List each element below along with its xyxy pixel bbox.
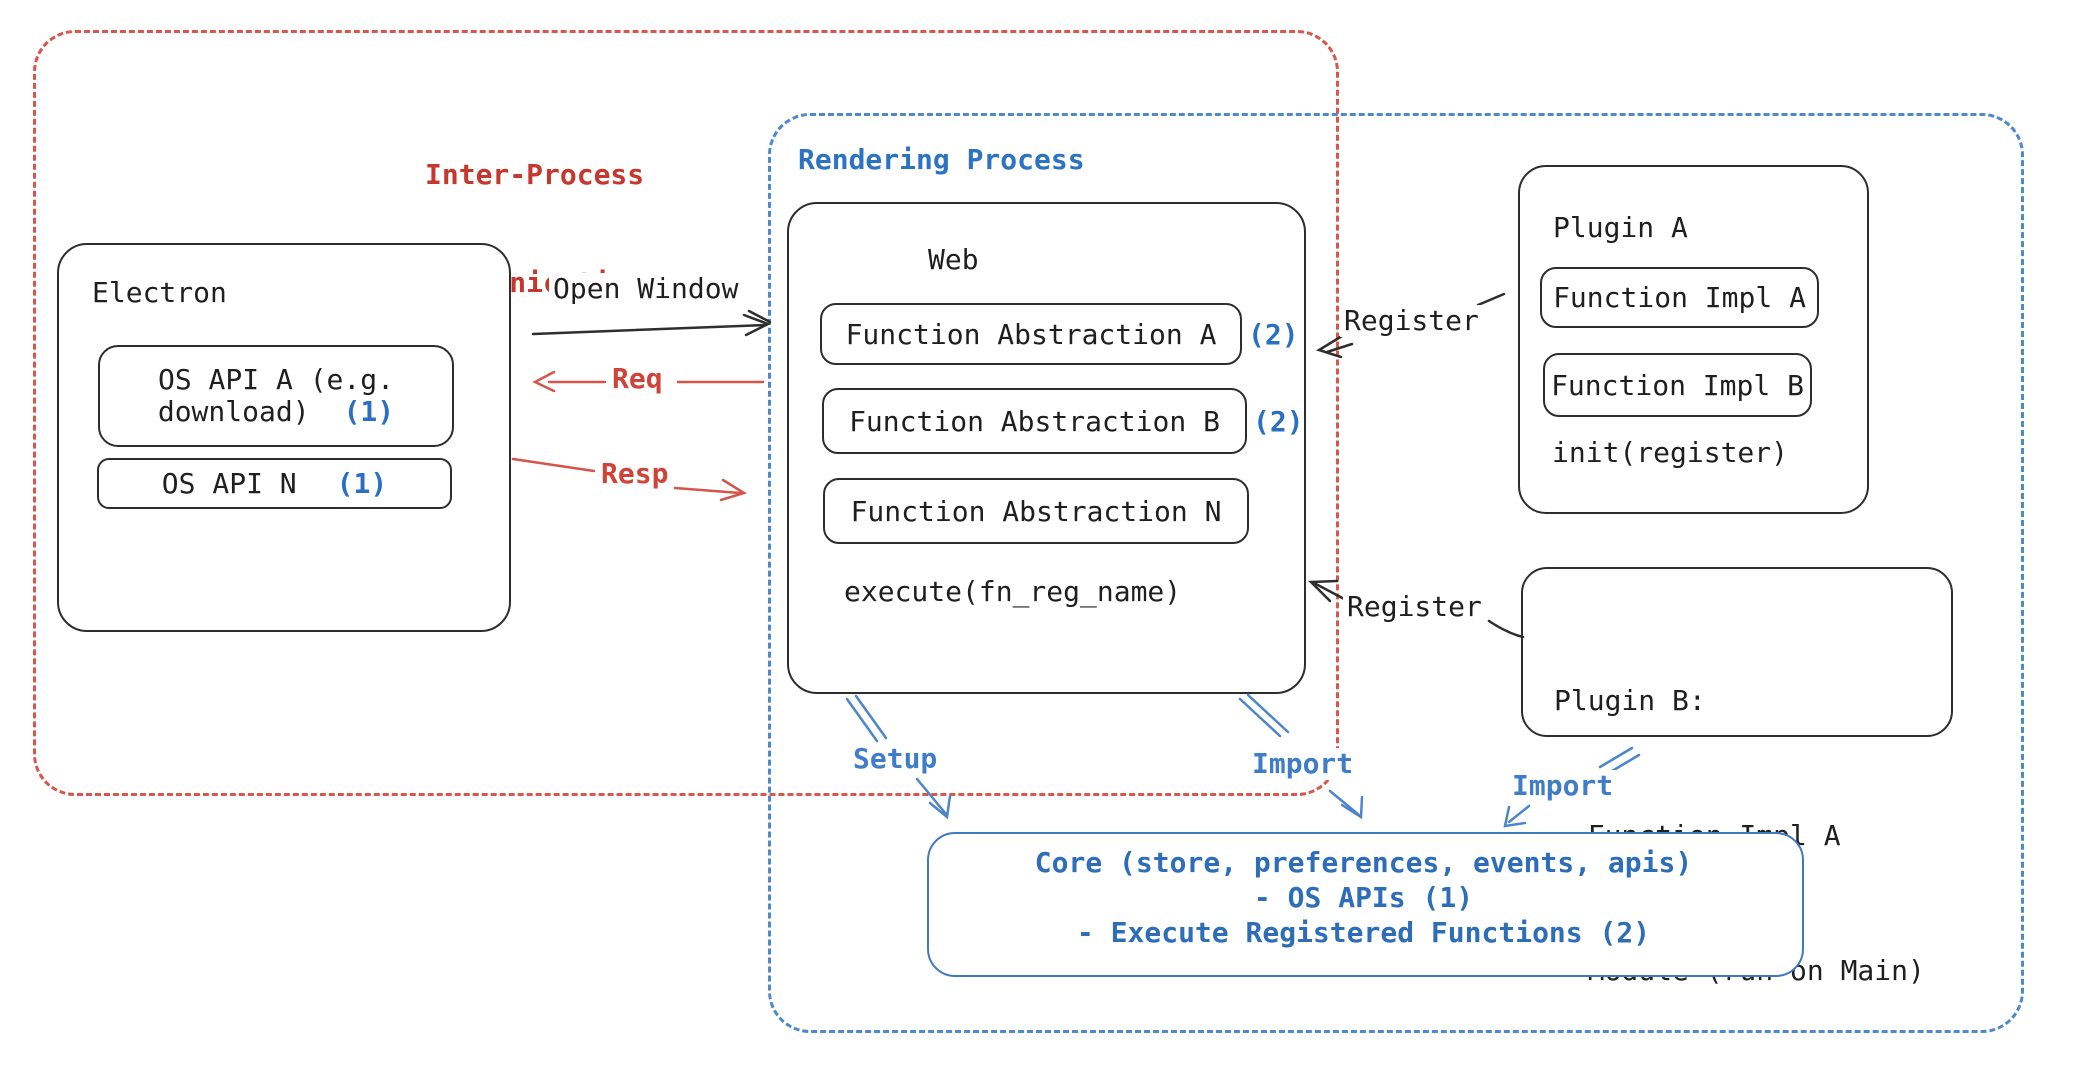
function-abstraction-n-row: Function Abstraction N xyxy=(823,478,1255,544)
function-impl-a-label: Function Impl A xyxy=(1553,281,1806,314)
core-text: Core (store, preferences, events, apis) … xyxy=(927,845,1800,950)
core-box xyxy=(927,832,1804,977)
function-abstraction-a-label: Function Abstraction A xyxy=(845,317,1217,351)
os-api-a-badge: (1) xyxy=(343,395,395,428)
os-api-a-line2: download) xyxy=(157,395,310,428)
open-window-label: Open Window xyxy=(549,273,743,305)
register-bottom-label: Register xyxy=(1343,591,1486,623)
os-api-a-box: OS API A (e.g. download) (1) xyxy=(98,345,454,447)
core-line1: Core (store, preferences, events, apis) xyxy=(1034,846,1693,879)
os-api-n-label: OS API N xyxy=(161,467,297,500)
init-register-label: init(register) xyxy=(1552,436,1789,469)
setup-label: Setup xyxy=(849,743,942,775)
function-impl-a-box: Function Impl A xyxy=(1540,267,1819,328)
os-api-n-badge: (1) xyxy=(336,467,388,500)
rendering-process-boundary-box xyxy=(768,113,2024,1033)
core-line3: - Execute Registered Functions (2) xyxy=(1076,916,1651,949)
ipc-label-line1: Inter-Process xyxy=(425,158,645,191)
function-abstraction-n-label: Function Abstraction N xyxy=(850,494,1222,528)
web-title: Web xyxy=(928,243,979,276)
plugin-b-box xyxy=(1521,567,1953,737)
function-impl-b-box: Function Impl B xyxy=(1543,353,1812,417)
import-web-label: Import xyxy=(1248,748,1358,780)
function-abstraction-b-badge: (2) xyxy=(1253,404,1304,438)
os-api-n-box: OS API N (1) xyxy=(97,458,452,509)
rendering-process-label: Rendering Process xyxy=(798,143,1085,176)
function-abstraction-a-badge: (2) xyxy=(1248,317,1299,351)
req-label: Req xyxy=(608,363,667,395)
plugin-b-text: Plugin B: - Function Impl A - Module (ru… xyxy=(1554,588,1925,1066)
function-impl-b-label: Function Impl B xyxy=(1551,368,1804,402)
os-api-a-line1: OS API A (e.g. xyxy=(157,363,394,396)
plugin-b-line1: Plugin B: xyxy=(1554,684,1706,717)
function-abstraction-b-row: Function Abstraction B (2) xyxy=(822,388,1304,454)
plugin-a-title: Plugin A xyxy=(1553,211,1688,244)
function-abstraction-a-row: Function Abstraction A (2) xyxy=(820,303,1299,365)
electron-title: Electron xyxy=(92,276,227,309)
register-top-label: Register xyxy=(1340,305,1483,337)
core-line2: - OS APIs (1) xyxy=(1253,881,1474,914)
ipc-boundary-box xyxy=(33,30,1339,796)
plugin-a-box xyxy=(1518,165,1869,514)
resp-label: Resp xyxy=(597,458,673,490)
execute-label: execute(fn_reg_name) xyxy=(844,575,1182,608)
function-abstraction-b-label: Function Abstraction B xyxy=(849,404,1220,438)
import-plugin-label: Import xyxy=(1508,770,1618,802)
